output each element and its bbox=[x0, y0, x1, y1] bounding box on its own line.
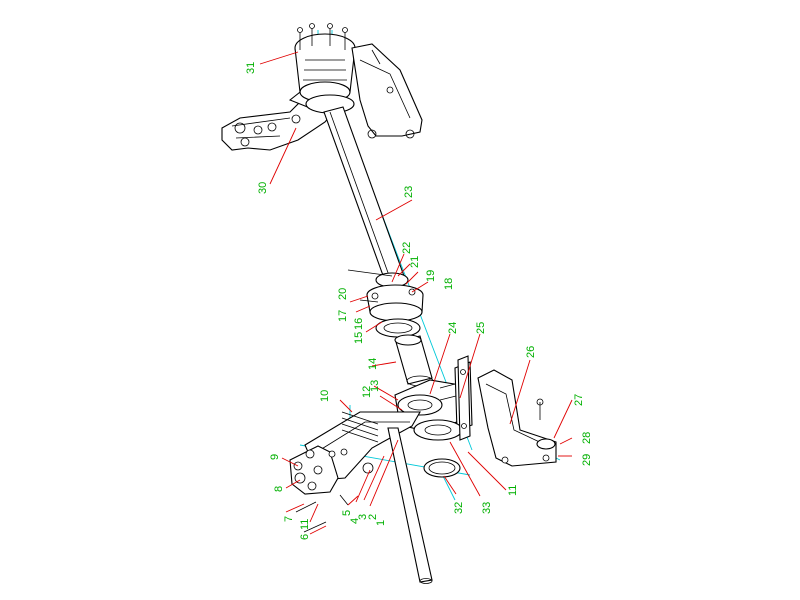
label-25: 25 bbox=[475, 322, 487, 334]
label-10: 10 bbox=[319, 390, 331, 402]
label-26: 26 bbox=[525, 346, 537, 358]
label-31: 31 bbox=[245, 62, 257, 74]
label-20: 20 bbox=[337, 288, 349, 300]
label-16: 16 bbox=[353, 318, 365, 330]
upper-hub-flange bbox=[294, 23, 356, 114]
label-33: 33 bbox=[481, 502, 493, 514]
sleeve bbox=[394, 334, 434, 387]
label-12: 12 bbox=[361, 386, 373, 398]
label-19: 19 bbox=[425, 270, 437, 282]
label-13: 13 bbox=[369, 380, 381, 392]
label-2: 2 bbox=[367, 514, 379, 520]
part-labels: 31 30 23 22 21 19 18 20 17 16 15 14 13 1… bbox=[245, 62, 593, 540]
label-21: 21 bbox=[409, 256, 421, 268]
middle-collar-assembly bbox=[347, 269, 424, 338]
label-3: 3 bbox=[357, 514, 369, 520]
label-15: 15 bbox=[353, 332, 365, 344]
leader-lines bbox=[259, 51, 573, 535]
main-beam bbox=[304, 411, 433, 584]
bolt-set bbox=[341, 411, 379, 443]
label-32: 32 bbox=[453, 502, 465, 514]
label-30: 30 bbox=[257, 182, 269, 194]
label-14: 14 bbox=[367, 358, 379, 370]
right-bracket bbox=[477, 369, 557, 467]
label-27: 27 bbox=[573, 394, 585, 406]
label-18: 18 bbox=[443, 278, 455, 290]
right-plate bbox=[457, 355, 471, 441]
label-9: 9 bbox=[269, 454, 281, 460]
label-8: 8 bbox=[273, 486, 285, 492]
label-28: 28 bbox=[581, 432, 593, 444]
label-5: 5 bbox=[341, 510, 353, 516]
label-22: 22 bbox=[401, 242, 413, 254]
label-1: 1 bbox=[375, 520, 387, 526]
label-24: 24 bbox=[447, 322, 459, 334]
label-11-left: 11 bbox=[299, 519, 311, 530]
label-7: 7 bbox=[283, 516, 295, 522]
label-11-right: 11 bbox=[507, 485, 519, 496]
label-4: 4 bbox=[349, 518, 361, 524]
snap-ring bbox=[423, 458, 461, 478]
lower-left-fork bbox=[289, 445, 349, 533]
upper-mount-bracket bbox=[351, 43, 423, 139]
label-23: 23 bbox=[403, 186, 415, 198]
label-17: 17 bbox=[337, 310, 349, 322]
label-6: 6 bbox=[299, 534, 311, 540]
label-29: 29 bbox=[581, 454, 593, 466]
